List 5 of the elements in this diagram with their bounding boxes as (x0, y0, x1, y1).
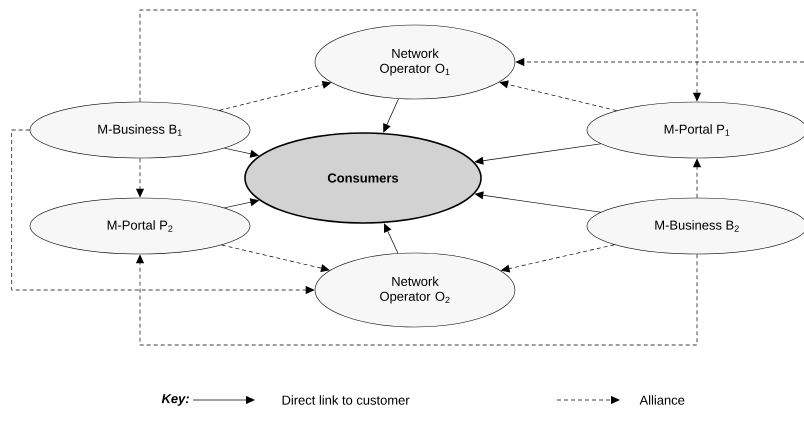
legend-text: Direct link to customer (282, 395, 410, 405)
key-label: Key: (162, 394, 189, 406)
arrow (136, 254, 698, 346)
legend-text: Alliance (640, 395, 684, 405)
arrow (140, 10, 702, 102)
